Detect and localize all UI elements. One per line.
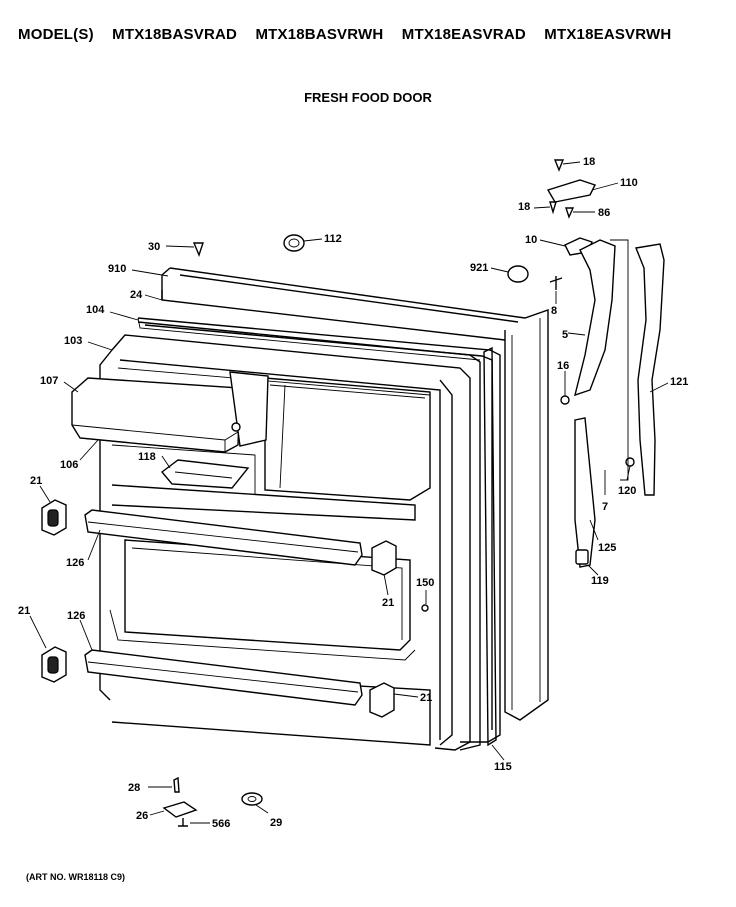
callout-label: 120	[618, 485, 636, 497]
callout-label: 126	[66, 557, 84, 569]
model-number: MTX18EASVRAD	[401, 26, 526, 43]
callout-label: 18	[583, 156, 595, 168]
model-header: MODEL(S) MTX18BASVRAD MTX18BASVRWH MTX18…	[18, 26, 685, 43]
pin	[173, 776, 180, 793]
art-number: (ART NO. WR18118 C9)	[26, 872, 126, 882]
callout-label: 104	[86, 304, 105, 316]
callout-label: 29	[270, 817, 282, 829]
shelf-support	[369, 682, 395, 718]
callout-label: 7	[602, 501, 608, 513]
callout-label: 21	[18, 605, 30, 617]
model-prefix: MODEL(S)	[18, 26, 94, 43]
callout-label: 119	[591, 575, 609, 587]
breaker-strip	[137, 321, 481, 751]
callout-label: 121	[670, 376, 688, 388]
handle-endcap	[575, 549, 589, 565]
shelf-support	[41, 646, 67, 683]
callout-label: 566	[212, 818, 230, 830]
callout-label: 115	[494, 761, 512, 773]
handle-bar	[574, 417, 596, 568]
door-shelf-upper	[84, 509, 363, 566]
callout-label: 910	[108, 263, 126, 275]
shelf-support	[371, 540, 397, 576]
callout-label: 118	[138, 451, 156, 463]
callout-label: 18	[518, 201, 530, 213]
door-stop	[507, 265, 529, 283]
callout-label: 112	[324, 233, 342, 245]
washer	[241, 792, 263, 806]
model-number: MTX18BASVRAD	[112, 26, 238, 43]
hinge-cover	[546, 179, 596, 203]
door-gasket	[137, 317, 501, 743]
door-outer-panel	[161, 267, 549, 721]
callout-label: 16	[557, 360, 569, 372]
door-trim-strip	[483, 346, 497, 747]
shelf-support	[41, 499, 67, 536]
callout-label: 21	[420, 692, 432, 704]
callout-label: 150	[416, 577, 434, 589]
hinge-plate	[162, 801, 198, 818]
callout-label: 30	[148, 241, 160, 253]
callout-label: 103	[64, 335, 82, 347]
dairy-compartment	[71, 371, 269, 453]
callout-label: 28	[128, 782, 140, 794]
screw	[192, 242, 204, 257]
handle-mount	[574, 239, 629, 481]
callout-label: 125	[598, 542, 616, 554]
callout-label: 86	[598, 207, 610, 219]
handle-trim	[635, 243, 665, 496]
callout-label: 26	[136, 810, 148, 822]
door-shelf-lower	[84, 649, 363, 706]
plug-button	[283, 234, 305, 252]
model-number: MTX18EASVRWH	[544, 26, 672, 43]
callout-labels: 18 110 18 86 10 30 112 910 921 24 8 104 …	[18, 156, 688, 830]
hinge-screw	[549, 159, 575, 219]
callout-label: 921	[470, 262, 488, 274]
callout-label: 5	[562, 329, 568, 341]
callout-label: 10	[525, 234, 537, 246]
butter-tray	[160, 459, 250, 489]
callout-label: 107	[40, 375, 58, 387]
callout-label: 110	[620, 177, 638, 189]
callout-label: 21	[30, 475, 42, 487]
callout-label: 21	[382, 597, 394, 609]
callout-label: 24	[130, 289, 143, 301]
callout-label: 126	[67, 610, 85, 622]
callout-label: 8	[551, 305, 557, 317]
model-number: MTX18BASVRWH	[255, 26, 384, 43]
hinge-pin	[549, 276, 563, 290]
door-liner	[99, 334, 471, 751]
leader-lines	[29, 161, 669, 824]
bolt	[178, 818, 188, 827]
callout-label: 106	[60, 459, 78, 471]
diagram-subtitle: FRESH FOOD DOOR	[304, 90, 432, 105]
